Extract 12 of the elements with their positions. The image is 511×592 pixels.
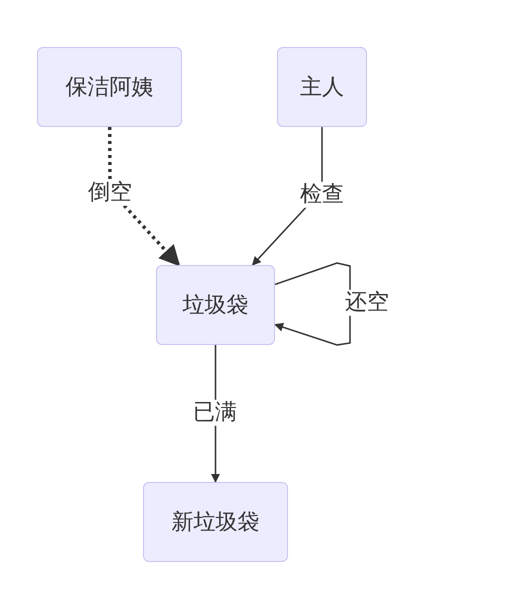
process-box: [156, 265, 275, 345]
process-box: [277, 47, 367, 127]
node-label: 主人: [300, 74, 344, 102]
edge-label: 还空: [343, 290, 391, 316]
node-label: 新垃圾袋: [172, 509, 260, 537]
node-label: 保洁阿姨: [66, 74, 154, 102]
node-label: 垃圾袋: [182, 292, 248, 320]
edge-label: 检查: [298, 182, 346, 208]
arrow: [274, 262, 351, 346]
edge-label: 倒空: [86, 180, 134, 206]
process-box: [143, 482, 288, 562]
process-box: [37, 47, 182, 127]
